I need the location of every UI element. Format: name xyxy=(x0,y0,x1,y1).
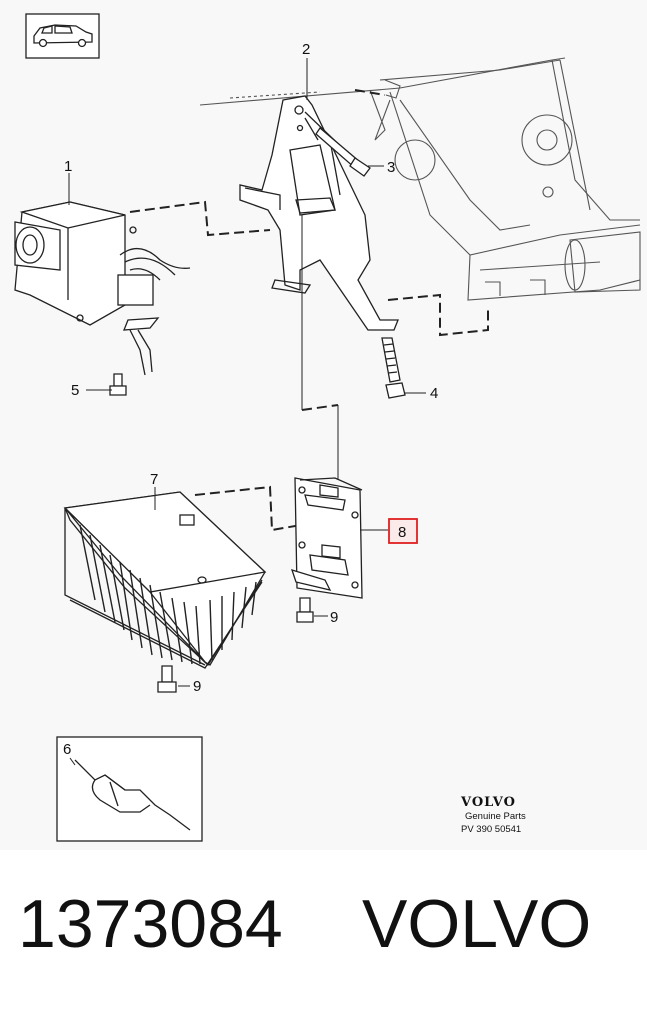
callout-9-upper: 9 xyxy=(330,609,338,626)
bolt-3 xyxy=(304,111,371,177)
callout-labels: 1 2 3 4 5 6 7 9 9 xyxy=(63,41,438,758)
callout-4: 4 xyxy=(430,385,438,402)
alignment-lines xyxy=(301,215,339,480)
connection-lines xyxy=(129,89,489,532)
callout-7: 7 xyxy=(150,471,158,488)
callout-8[interactable]: 8 xyxy=(398,524,406,541)
screw-5 xyxy=(109,373,127,396)
mounting-bracket xyxy=(239,95,399,331)
part-brand: VOLVO xyxy=(362,886,592,962)
brand-subtitle: Genuine Parts xyxy=(465,811,526,822)
product-caption xyxy=(0,850,647,1018)
genuine-parts-stamp: VOLVO Genuine Parts PV 390 50541 xyxy=(460,795,526,835)
screw-9-upper xyxy=(296,597,314,623)
control-unit xyxy=(14,201,191,376)
bolt-4 xyxy=(381,337,406,399)
callout-1: 1 xyxy=(64,158,72,175)
callout-5: 5 xyxy=(71,382,79,399)
callout-2: 2 xyxy=(302,41,310,58)
highlighted-callout[interactable]: 8 xyxy=(388,518,418,544)
callout-3: 3 xyxy=(387,159,395,176)
parts-diagram: 1 2 3 4 5 6 7 9 9 8 VOLVO Genuine Parts … xyxy=(14,13,641,842)
callout-9-lower: 9 xyxy=(193,678,201,695)
brand-logo: VOLVO xyxy=(460,795,516,810)
part-number: 1373084 xyxy=(18,886,283,962)
screw-9-lower xyxy=(157,665,177,693)
drawing-code: PV 390 50541 xyxy=(461,824,521,835)
exploded-view-drawing: 1 2 3 4 5 6 7 9 9 8 VOLVO Genuine Parts … xyxy=(14,13,641,842)
callout-6: 6 xyxy=(63,741,71,758)
filter-box xyxy=(63,491,267,669)
callout-leaders xyxy=(68,58,426,766)
vehicle-thumbnail xyxy=(25,13,100,59)
bracket-8 xyxy=(290,477,363,599)
fuse-holder-inset xyxy=(56,736,203,842)
